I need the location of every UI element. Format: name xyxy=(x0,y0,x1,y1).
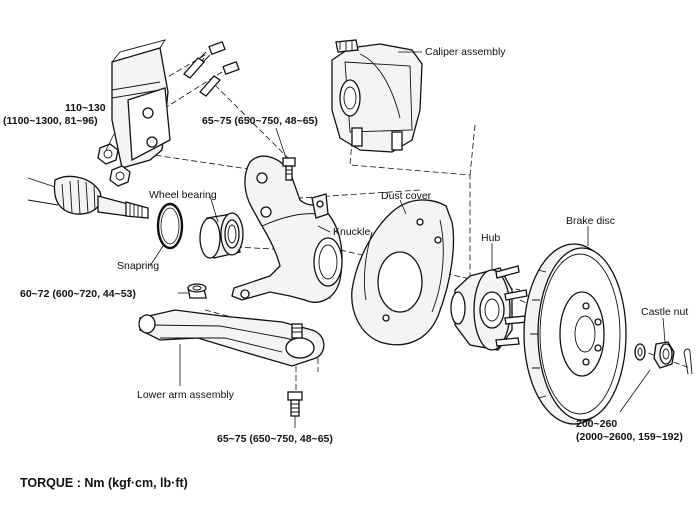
knuckle-upper-bolt xyxy=(282,157,296,181)
label-wheel-bearing: Wheel bearing xyxy=(149,189,217,201)
strut-bolt-lower xyxy=(199,61,240,97)
snapring xyxy=(156,202,184,250)
drive-shaft xyxy=(27,175,149,219)
lower-arm-nut xyxy=(187,283,207,299)
torque-castle-nut-line1: 200~260 xyxy=(576,418,617,430)
strut-nut-2 xyxy=(109,165,131,187)
torque-lower-arm-nut: 60~72 (600~720, 44~53) xyxy=(20,288,136,300)
dust-cover xyxy=(351,199,455,346)
torque-caliper-bolt: 65~75 (650~750, 48~65) xyxy=(202,115,318,127)
hub xyxy=(450,265,528,351)
washer xyxy=(634,343,646,361)
label-knuckle: Knuckle xyxy=(333,226,371,238)
torque-units-footer: TORQUE : Nm (kgf·cm, lb·ft) xyxy=(20,476,188,490)
label-dust-cover: Dust cover xyxy=(381,190,432,202)
torque-castle-nut-line2: (2000~2600, 159~192) xyxy=(576,431,683,443)
knuckle xyxy=(231,155,343,303)
brake-disc xyxy=(523,243,627,425)
torque-strut-bolts-line2: (1100~1300, 81~96) xyxy=(3,115,98,127)
wheel-bearing xyxy=(199,212,244,259)
torque-strut-bolts-line1: 110~130 xyxy=(65,102,106,114)
strut-nut-1 xyxy=(97,143,119,165)
label-lower-arm-assembly: Lower arm assembly xyxy=(137,389,235,401)
label-caliper-assembly: Caliper assembly xyxy=(425,46,506,58)
label-brake-disc: Brake disc xyxy=(566,215,615,227)
label-hub: Hub xyxy=(481,232,500,244)
strut-bracket xyxy=(111,39,171,169)
castle-nut xyxy=(653,341,675,369)
torque-lower-bolt: 65~75 (650~750, 48~65) xyxy=(217,433,333,445)
cotter-pin xyxy=(683,348,693,375)
lower-arm-assembly xyxy=(138,309,325,367)
leader-lines xyxy=(105,51,666,428)
label-castle-nut: Castle nut xyxy=(641,306,688,318)
lower-bolt xyxy=(287,391,303,417)
label-snapring: Snapring xyxy=(117,260,159,272)
caliper-assembly xyxy=(331,39,423,153)
strut-bolt-upper xyxy=(183,41,226,79)
